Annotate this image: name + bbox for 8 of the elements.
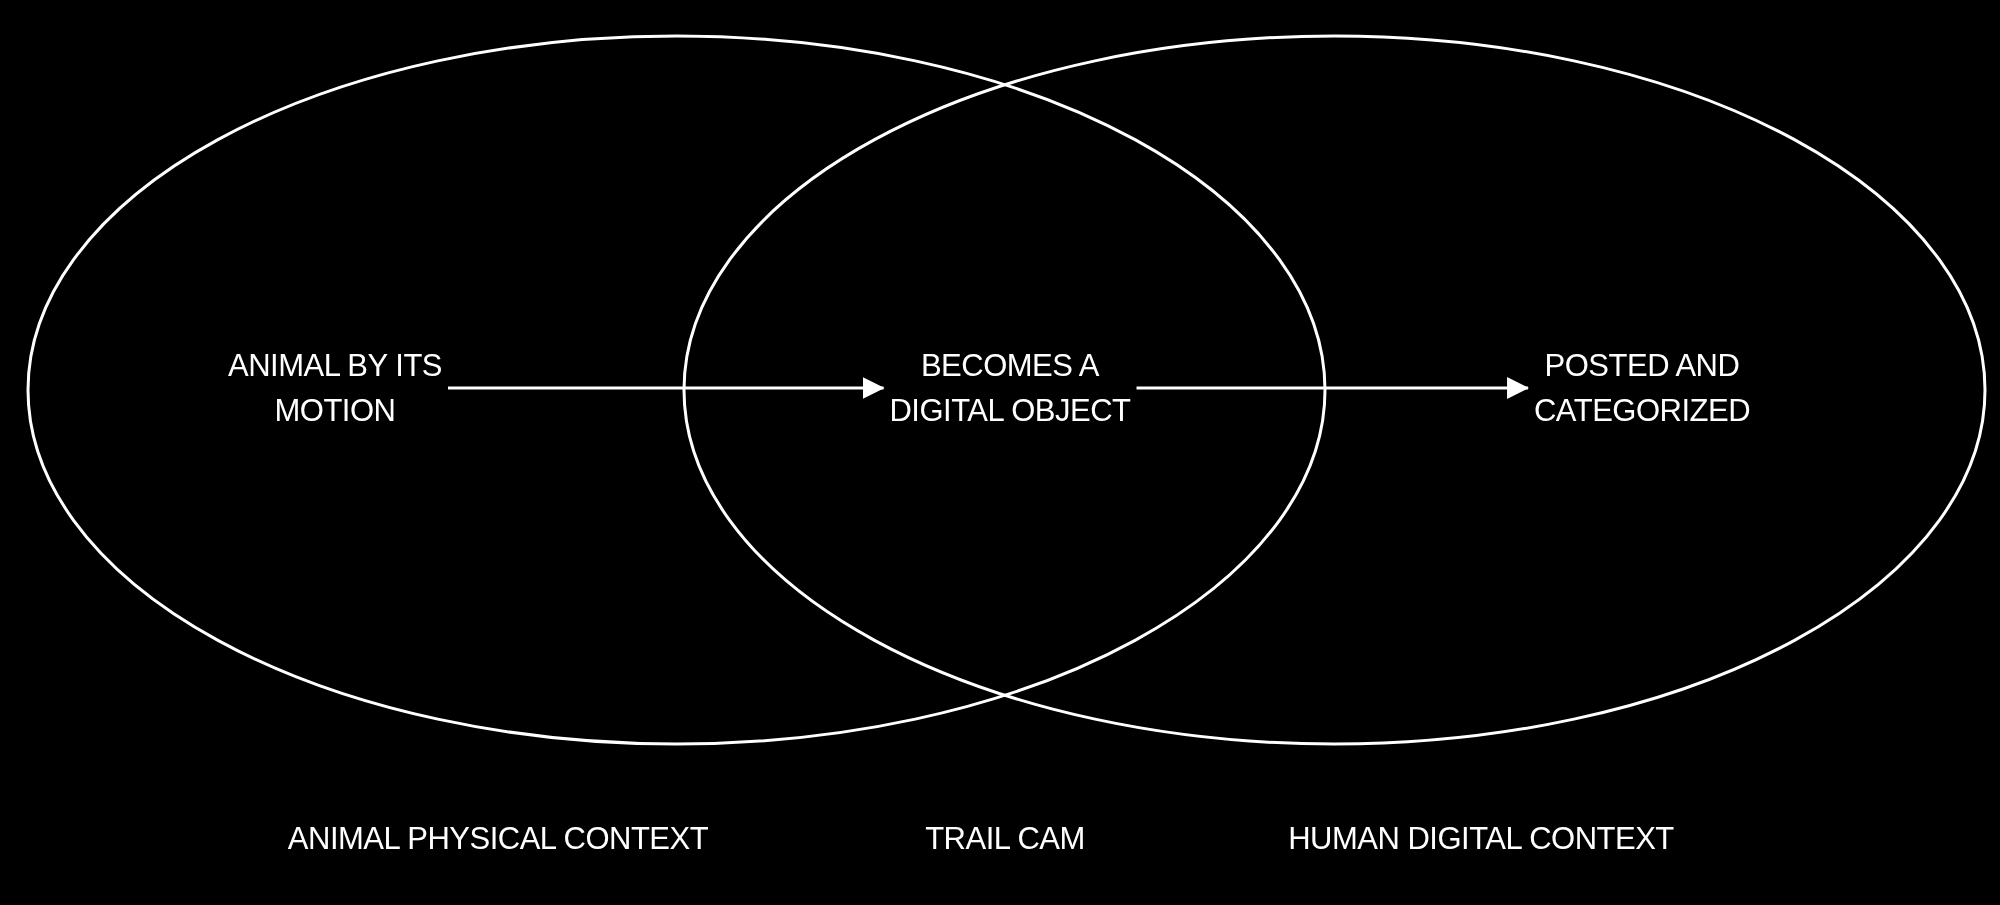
step-text: BECOMES A DIGITAL OBJECT — [875, 344, 1145, 434]
arrow — [448, 377, 885, 400]
region-heading: ANIMAL PHYSICAL CONTEXT — [287, 821, 709, 857]
arrow — [1136, 377, 1530, 400]
region-label: TRAIL CAM — [925, 821, 1085, 857]
region-heading: HUMAN DIGITAL CONTEXT — [1288, 821, 1674, 857]
step-text: POSTED AND CATEGORIZED — [1507, 344, 1777, 434]
step-text: ANIMAL BY ITS MOTION — [215, 344, 455, 434]
